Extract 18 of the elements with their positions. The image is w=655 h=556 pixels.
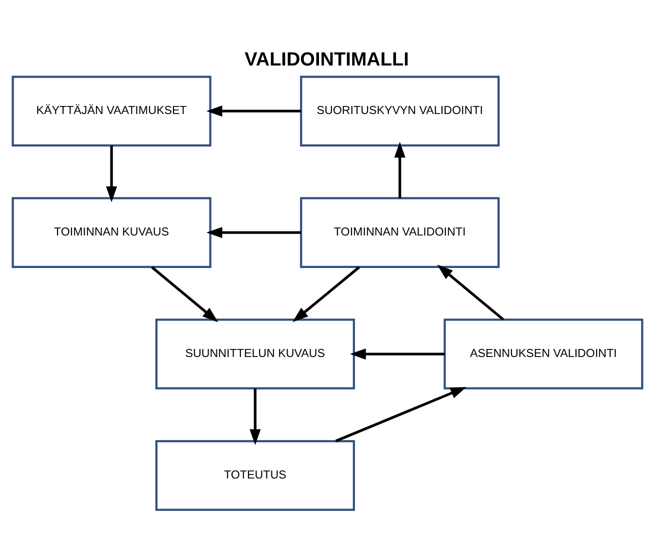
arrow [106, 145, 118, 202]
arrow [335, 386, 466, 442]
arrow [350, 348, 445, 360]
arrow [206, 105, 302, 116]
arrow [206, 226, 302, 238]
node-box: TOIMINNAN KUVAUS [12, 196, 212, 268]
arrow [394, 141, 406, 198]
node-box: TOTEUTUS [155, 440, 355, 510]
diagram-title: VALIDOINTIMALLI [244, 49, 409, 70]
node-box: TOIMINNAN VALIDOINTI [300, 196, 500, 268]
arrow [250, 388, 261, 445]
node-box: SUUNNITTELUN KUVAUS [155, 318, 355, 389]
arrow [292, 266, 360, 322]
node-box: KÄYTTÄJÄN VAATIMUKSET [12, 75, 212, 146]
arrow [151, 266, 218, 322]
node-box: SUORITUSKYVYN VALIDOINTI [300, 75, 500, 146]
node-box: ASENNUKSEN VALIDOINTI [444, 318, 644, 389]
arrow [437, 264, 504, 320]
